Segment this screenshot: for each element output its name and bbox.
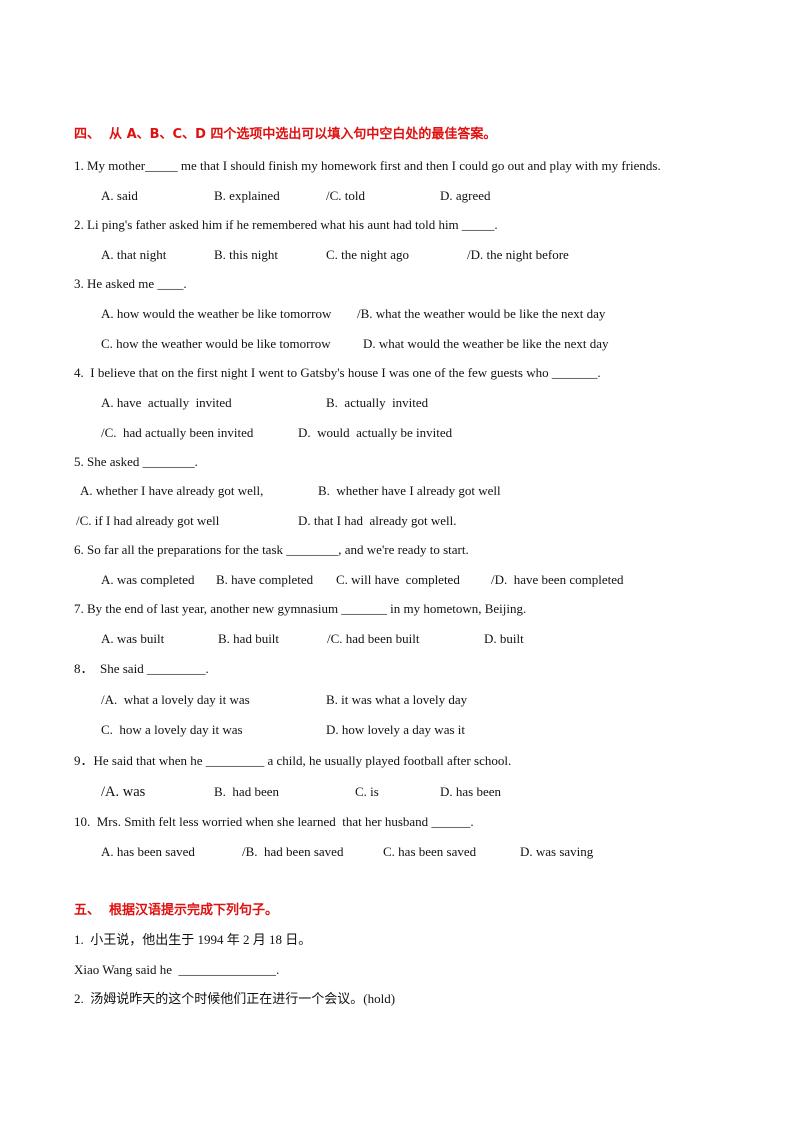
question-4-option-c: /C. had actually been invited [101, 425, 254, 440]
question-6-option-d: /D. have been completed [491, 572, 624, 587]
question-5-option-a: A. whether I have already got well, [80, 483, 264, 498]
question-1-option-c: /C. told [326, 188, 366, 203]
question-6-option-c: C. will have completed [336, 572, 460, 587]
question-4-option-b: B. actually invited [326, 395, 429, 410]
question-5-option-b: B. whether have I already got well [318, 483, 501, 498]
translation-2-prompt: 2. 汤姆说昨天的这个时候他们正在进行一个会议。(hold) [74, 991, 396, 1006]
question-5-option-c: /C. if I had already got well [76, 513, 220, 528]
question-2-option-a: A. that night [101, 247, 167, 262]
question-3-option-c: C. how the weather would be like tomorro… [101, 336, 331, 351]
question-5-option-d: D. that I had already got well. [298, 513, 457, 528]
question-1-stem: 1. My mother_____ me that I should finis… [74, 158, 661, 173]
question-3-option-a: A. how would the weather be like tomorro… [101, 306, 332, 321]
question-4-option-a: A. have actually invited [101, 395, 232, 410]
question-7-option-c: /C. had been built [327, 631, 420, 646]
question-3-stem: 3. He asked me ____. [74, 276, 187, 291]
question-7-option-a: A. was built [101, 631, 165, 646]
question-1-option-a: A. said [101, 188, 138, 203]
question-7-option-b: B. had built [218, 631, 280, 646]
question-8-option-a: /A. what a lovely day it was [101, 692, 250, 707]
question-10-option-c: C. has been saved [383, 844, 477, 859]
section-4-heading: 四、 从 A、B、C、D 四个选项中选出可以填入句中空白处的最佳答案。 [74, 127, 497, 142]
question-2-option-c: C. the night ago [326, 247, 410, 262]
section-5-heading: 五、 根据汉语提示完成下列句子。 [74, 903, 279, 918]
question-3-option-b: /B. what the weather would be like the n… [357, 306, 606, 321]
question-9-option-d: D. has been [440, 784, 502, 799]
question-6-option-b: B. have completed [216, 572, 314, 587]
question-10-option-a: A. has been saved [101, 844, 195, 859]
question-10-option-b: /B. had been saved [242, 844, 344, 859]
question-1-option-d: D. agreed [440, 188, 491, 203]
question-2-option-d: /D. the night before [467, 247, 569, 262]
question-9-stem: 9．He said that when he _________ a child… [74, 753, 512, 768]
question-2-option-b: B. this night [214, 247, 278, 262]
question-9-option-c: C. is [355, 784, 379, 799]
question-8-stem: 8． She said _________. [74, 661, 209, 676]
question-7-option-d: D. built [484, 631, 524, 646]
question-10-option-d: D. was saving [520, 844, 594, 859]
translation-1-answer-line: Xiao Wang said he _______________. [74, 962, 280, 977]
question-8-option-b: B. it was what a lovely day [326, 692, 468, 707]
question-7-stem: 7. By the end of last year, another new … [74, 601, 527, 616]
question-6-stem: 6. So far all the preparations for the t… [74, 542, 469, 557]
question-6-option-a: A. was completed [101, 572, 195, 587]
question-9-option-a: /A. was [101, 784, 146, 800]
question-8-option-d: D. how lovely a day was it [326, 722, 466, 737]
question-1-option-b: B. explained [214, 188, 280, 203]
question-10-stem: 10. Mrs. Smith felt less worried when sh… [74, 814, 474, 829]
question-5-stem: 5. She asked ________. [74, 454, 198, 469]
question-4-stem: 4. I believe that on the first night I w… [74, 365, 601, 380]
question-4-option-d: D. would actually be invited [298, 425, 453, 440]
question-9-option-b: B. had been [214, 784, 279, 799]
translation-1-prompt: 1. 小王说，他出生于 1994 年 2 月 18 日。 [74, 932, 312, 947]
question-3-option-d: D. what would the weather be like the ne… [363, 336, 609, 351]
question-2-stem: 2. Li ping's father asked him if he reme… [74, 217, 498, 232]
question-8-option-c: C. how a lovely day it was [101, 722, 243, 737]
